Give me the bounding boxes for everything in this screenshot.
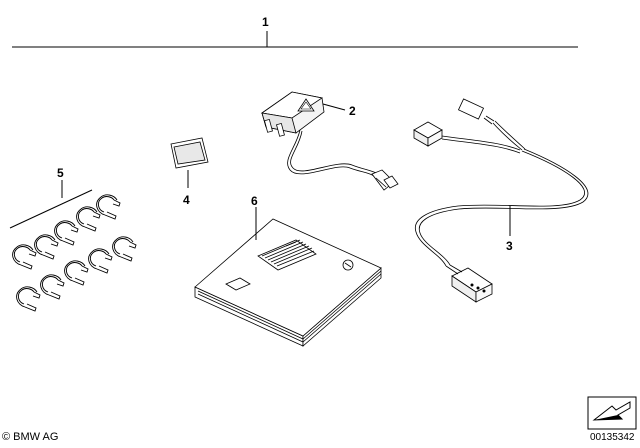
callout-6: 6 <box>251 194 258 208</box>
callout-3: 3 <box>506 239 513 253</box>
clip <box>34 234 59 260</box>
clip <box>112 236 137 262</box>
clip-set-part <box>12 194 137 312</box>
copyright-text: © BMW AG <box>2 431 59 443</box>
callout-2-leader <box>322 103 346 111</box>
label-sticker-part <box>170 137 209 169</box>
hazard-switch-part <box>260 91 399 191</box>
clip <box>64 260 89 286</box>
instruction-manual-part <box>194 218 382 347</box>
wiring-harness-part <box>413 98 589 303</box>
diagram-number: 00135342 <box>590 432 635 443</box>
callout-1: 1 <box>262 15 269 29</box>
callout-4: 4 <box>183 193 190 207</box>
assembly-bracket-line <box>12 31 578 48</box>
callout-5-leader <box>9 180 93 229</box>
clip <box>96 194 121 220</box>
clip <box>76 206 101 232</box>
arrow-icon <box>587 396 637 430</box>
hazard-warning-triangle-icon <box>297 98 315 112</box>
clip <box>16 286 41 312</box>
clip <box>88 248 113 274</box>
clip <box>12 244 37 270</box>
clip <box>54 220 79 246</box>
clip <box>40 274 65 300</box>
callout-2: 2 <box>349 104 356 118</box>
callout-5: 5 <box>57 166 64 180</box>
